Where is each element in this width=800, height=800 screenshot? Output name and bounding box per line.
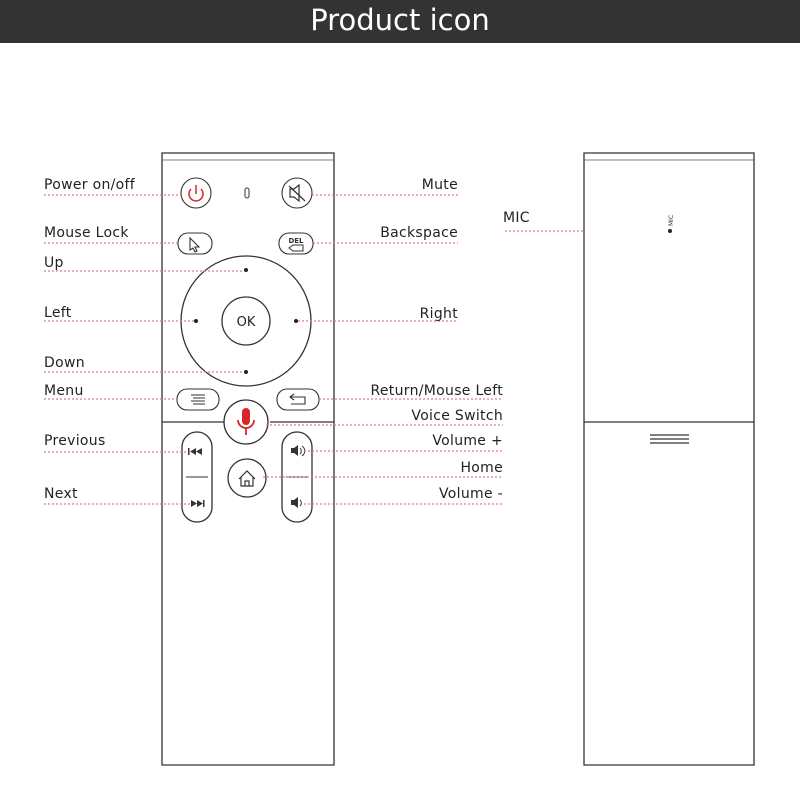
down-dot[interactable] <box>244 370 248 374</box>
ok-button[interactable]: OK <box>221 296 271 346</box>
label-up: Up <box>44 255 64 271</box>
ok-label: OK <box>237 315 256 330</box>
label-voice: Voice Switch <box>411 408 503 424</box>
power-icon <box>188 185 204 202</box>
next-button[interactable] <box>191 500 205 507</box>
previous-button[interactable] <box>188 448 202 455</box>
label-previous: Previous <box>44 433 106 449</box>
label-backspace: Backspace <box>380 225 458 241</box>
mute-button[interactable] <box>281 177 313 209</box>
header-bar <box>0 0 800 43</box>
home-icon <box>238 470 256 487</box>
label-mute: Mute <box>422 177 458 193</box>
volume-down-button[interactable] <box>291 497 302 508</box>
backspace-icon: DEL <box>288 237 304 252</box>
remote-back: MIC <box>583 152 755 766</box>
return-icon <box>289 393 306 405</box>
label-next: Next <box>44 486 78 502</box>
label-right: Right <box>420 306 459 322</box>
track-rocker <box>181 431 213 523</box>
indicator-led <box>244 187 250 199</box>
voice-button[interactable] <box>223 399 269 445</box>
label-down: Down <box>44 355 85 371</box>
right-dot[interactable] <box>294 319 298 323</box>
label-left: Left <box>44 305 72 321</box>
callout-labels: Power on/off Mouse Lock Up Left Down Men… <box>44 177 530 502</box>
up-dot[interactable] <box>244 268 248 272</box>
home-button[interactable] <box>227 458 267 498</box>
label-return: Return/Mouse Left <box>371 383 504 399</box>
cursor-icon <box>189 236 201 253</box>
leader-lines <box>44 194 668 505</box>
power-button[interactable] <box>180 177 212 209</box>
mic-side-label: MIC <box>668 215 675 226</box>
microphone-icon <box>237 408 255 435</box>
label-mouse-lock: Mouse Lock <box>44 225 129 241</box>
next-icon <box>191 500 205 507</box>
del-label: DEL <box>288 237 304 245</box>
menu-button[interactable] <box>176 388 220 411</box>
label-power: Power on/off <box>44 177 136 193</box>
mic-hole <box>668 229 672 233</box>
battery-cover-latch[interactable] <box>650 434 689 444</box>
mute-icon <box>288 183 306 203</box>
backspace-button[interactable]: DEL <box>278 232 314 255</box>
label-volume-up: Volume + <box>432 433 503 449</box>
label-menu: Menu <box>44 383 84 399</box>
left-dot[interactable] <box>194 319 198 323</box>
label-home: Home <box>460 460 503 476</box>
mouse-lock-button[interactable] <box>177 232 213 255</box>
menu-icon <box>191 394 205 405</box>
label-volume-down: Volume - <box>439 486 503 502</box>
label-mic: MIC <box>503 210 530 226</box>
page-title: Product icon <box>310 3 490 37</box>
previous-icon <box>188 448 202 455</box>
volume-down-icon <box>291 497 302 508</box>
return-button[interactable] <box>276 388 320 411</box>
